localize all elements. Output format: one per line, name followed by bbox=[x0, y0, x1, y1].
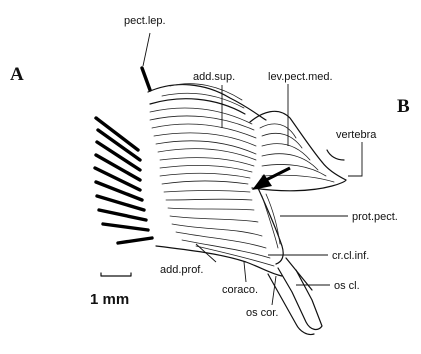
label-pect-lep: pect.lep. bbox=[124, 15, 166, 27]
label-cr-cl-inf: cr.cl.inf. bbox=[332, 250, 369, 262]
panel-letter-b: B bbox=[397, 96, 410, 117]
label-add-prof: add.prof. bbox=[160, 264, 203, 276]
panel-letter-a: A bbox=[10, 64, 24, 85]
label-prot-pect: prot.pect. bbox=[352, 211, 398, 223]
muscle-fibres bbox=[150, 84, 334, 266]
scale-bar-label: 1 mm bbox=[90, 291, 129, 308]
label-coraco: coraco. bbox=[222, 284, 258, 296]
label-os-cor: os cor. bbox=[246, 307, 278, 319]
scale-bar: 1 mm bbox=[90, 273, 131, 308]
label-os-cl: os cl. bbox=[334, 280, 360, 292]
arrow bbox=[252, 168, 290, 190]
label-vertebra: vertebra bbox=[336, 129, 377, 141]
label-lev-pect-med: lev.pect.med. bbox=[268, 71, 333, 83]
label-add-sup: add.sup. bbox=[193, 71, 235, 83]
fin-rays bbox=[95, 68, 152, 243]
